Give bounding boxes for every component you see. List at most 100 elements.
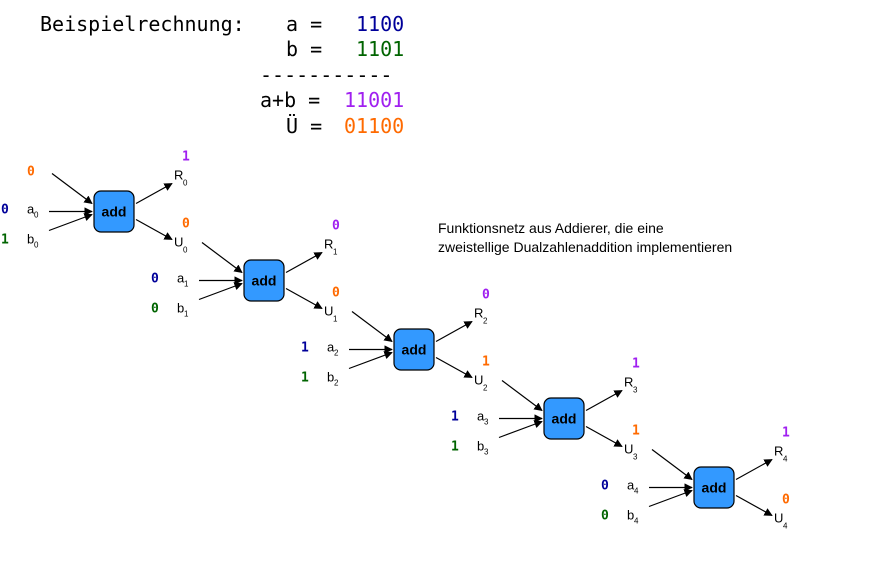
carry-in-arrow-1	[201, 242, 243, 274]
a-label-2: a	[327, 340, 335, 355]
a-label-4: a	[627, 478, 635, 493]
row-carry-value: 01100	[344, 114, 405, 138]
a-bit-0: 0	[1, 203, 9, 218]
b-label-1: b	[177, 301, 184, 316]
adder-label-0: add	[102, 204, 127, 220]
input-b-arrow-3	[498, 420, 543, 439]
b-index-1: 1	[184, 310, 189, 319]
r-label-0: R	[174, 168, 183, 183]
b-bit-3: 1	[451, 440, 459, 455]
r-index-0: 0	[183, 179, 188, 188]
r-bit-2: 0	[482, 288, 490, 303]
calculation-heading: Beispielrechnung:	[40, 12, 245, 36]
carry-in-bit: 0	[27, 165, 35, 180]
r-label-2: R	[474, 306, 483, 321]
output-r-arrow-4	[735, 458, 773, 481]
row-a-value: 1100	[356, 12, 405, 36]
output-u-arrow-0	[135, 218, 173, 241]
adder-box-0	[93, 190, 135, 233]
b-label-0: b	[27, 232, 34, 247]
description-line-1: Funktionsnetz aus Addierer, die eine	[438, 220, 664, 236]
u-bit-0: 0	[182, 217, 190, 232]
b-index-3: 3	[484, 448, 489, 457]
a-index-0: 0	[34, 211, 39, 220]
u-index-4: 4	[783, 522, 788, 531]
adder-label-2: add	[402, 342, 427, 358]
carry-in-arrow-0	[51, 173, 93, 205]
example-calculation: Beispielrechnung: a = 1100 b = 1101 ----…	[40, 12, 420, 142]
output-u-arrow-4	[735, 494, 773, 517]
output-u-arrow-3	[585, 425, 623, 448]
a-index-1: 1	[184, 280, 189, 289]
r-index-1: 1	[333, 248, 338, 257]
a-bit-4: 0	[601, 479, 609, 494]
row-carry-label: Ü =	[286, 114, 323, 138]
output-r-arrow-1	[285, 251, 323, 274]
a-bit-2: 1	[301, 341, 309, 356]
r-index-4: 4	[783, 455, 788, 464]
u-bit-2: 1	[482, 355, 490, 370]
u-index-0: 0	[183, 246, 188, 255]
r-label-3: R	[624, 375, 633, 390]
b-bit-2: 1	[301, 371, 309, 386]
a-bit-3: 1	[451, 410, 459, 425]
input-b-arrow-2	[348, 351, 393, 370]
separator-line: -----------	[260, 63, 393, 87]
r-bit-1: 0	[332, 219, 340, 234]
u-label-3: U	[624, 442, 633, 457]
carry-in-arrow-4	[651, 449, 693, 481]
b-bit-4: 0	[601, 509, 609, 524]
r-label-1: R	[324, 237, 333, 252]
adder-box-3	[543, 397, 585, 440]
output-u-arrow-1	[285, 287, 323, 310]
carry-in-arrow-3	[501, 380, 543, 412]
r-label-4: R	[774, 444, 783, 459]
row-sum-value: 11001	[344, 88, 405, 112]
u-bit-3: 1	[632, 424, 640, 439]
u-bit-1: 0	[332, 286, 340, 301]
r-index-2: 2	[483, 317, 488, 326]
u-label-0: U	[174, 235, 183, 250]
adder-box-1	[243, 259, 285, 302]
r-bit-3: 1	[632, 357, 640, 372]
a-index-2: 2	[334, 349, 339, 358]
carry-in-arrow-2	[351, 311, 393, 343]
b-label-2: b	[327, 370, 334, 385]
adder-label-1: add	[252, 273, 277, 289]
u-index-2: 2	[483, 384, 488, 393]
r-bit-0: 1	[182, 150, 190, 165]
row-sum-label: a+b =	[260, 88, 321, 112]
adder-box-2	[393, 328, 435, 371]
output-r-arrow-2	[435, 320, 473, 343]
diagram-description: Funktionsnetz aus Addierer, die eine zwe…	[438, 219, 732, 257]
a-label-3: a	[477, 409, 485, 424]
adder-label-4: add	[702, 480, 727, 496]
output-r-arrow-0	[135, 182, 173, 205]
adder-box-4	[693, 466, 735, 509]
b-index-2: 2	[334, 379, 339, 388]
a-label-0: a	[27, 202, 35, 217]
row-b-value: 1101	[356, 37, 405, 61]
b-label-4: b	[627, 508, 634, 523]
u-index-3: 3	[633, 453, 638, 462]
adder-label-3: add	[552, 411, 577, 427]
input-b-arrow-4	[648, 489, 693, 508]
u-label-1: U	[324, 304, 333, 319]
b-label-3: b	[477, 439, 484, 454]
output-r-arrow-3	[585, 389, 623, 412]
u-index-1: 1	[333, 315, 338, 324]
u-label-4: U	[774, 511, 783, 526]
a-index-4: 4	[634, 487, 639, 496]
a-index-3: 3	[484, 418, 489, 427]
b-bit-1: 0	[151, 302, 159, 317]
u-label-2: U	[474, 373, 483, 388]
u-bit-4: 0	[782, 493, 790, 508]
b-bit-0: 1	[1, 233, 9, 248]
row-b-label: b =	[286, 37, 323, 61]
r-bit-4: 1	[782, 426, 790, 441]
output-u-arrow-2	[435, 356, 473, 379]
description-line-2: zweistellige Dualzahlenaddition implemen…	[438, 239, 733, 255]
input-b-arrow-0	[48, 213, 93, 232]
input-b-arrow-1	[198, 282, 243, 301]
